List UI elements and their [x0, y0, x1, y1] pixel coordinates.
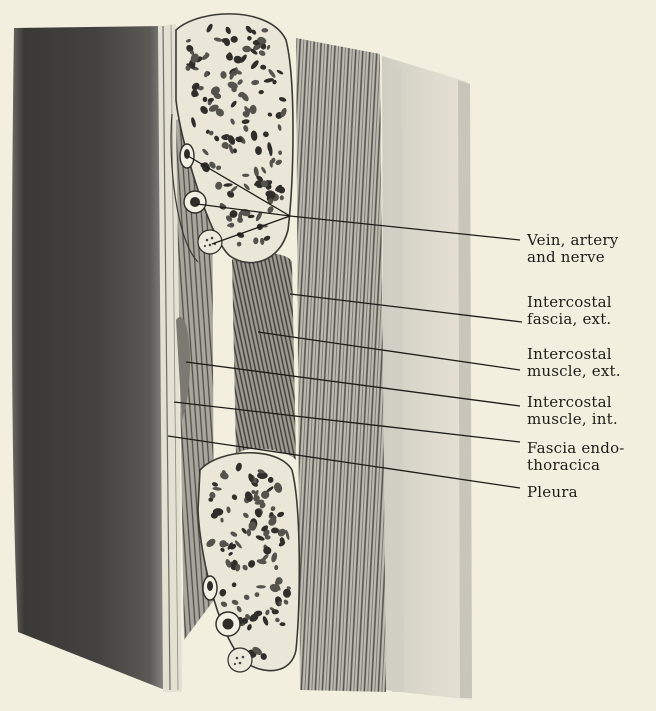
striated-muscle-band — [296, 38, 386, 692]
label-line: and nerve — [527, 249, 618, 266]
label-vein-artery-nerve: Vein, artery and nerve — [527, 232, 618, 266]
label-line: muscle, int. — [527, 411, 618, 428]
label-pleura: Pleura — [527, 484, 578, 501]
bone-spot — [256, 585, 266, 588]
label-line: Intercostal — [527, 294, 612, 311]
bone-spot — [242, 174, 249, 177]
label-line: Fascia endo- — [527, 440, 625, 457]
dark-left-band — [12, 26, 165, 690]
label-line: muscle, ext. — [527, 363, 621, 380]
label-line: Pleura — [527, 484, 578, 501]
nerve-lower — [228, 648, 252, 672]
external-muscle — [232, 253, 296, 460]
label-intercostal-fascia-ext: Intercostal fascia, ext. — [527, 294, 612, 328]
label-line: Intercostal — [527, 394, 618, 411]
label-line: Intercostal — [527, 346, 621, 363]
label-line: fascia, ext. — [527, 311, 612, 328]
label-fascia-endothoracica: Fascia endo- thoracica — [527, 440, 625, 474]
outer-layers — [382, 56, 472, 700]
label-intercostal-muscle-ext: Intercostal muscle, ext. — [527, 346, 621, 380]
bone-spot — [211, 513, 218, 519]
label-intercostal-muscle-int: Intercostal muscle, int. — [527, 394, 618, 428]
bone-spot — [261, 28, 268, 32]
bone-spot — [222, 142, 229, 149]
label-line: thoracica — [527, 457, 625, 474]
label-line: Vein, artery — [527, 232, 618, 249]
